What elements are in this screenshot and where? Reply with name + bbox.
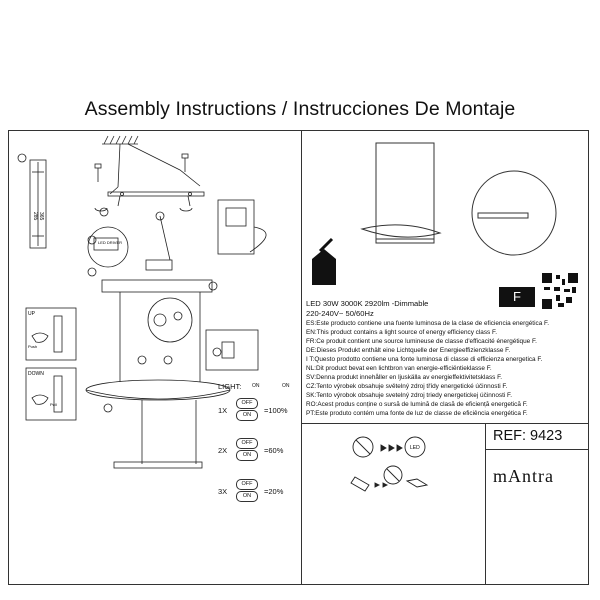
spec-line: DE:Dieses Produkt enthält eine Lichtquel…: [306, 347, 511, 354]
warning-icons: LED: [350, 436, 429, 492]
divider-horizontal: [301, 423, 589, 424]
product-drawing: [312, 142, 557, 285]
connected-icon: [405, 478, 429, 488]
driver-detail-circle: [87, 226, 129, 268]
spec-line: LED 30W 3000K 2920lm -Dimmable: [306, 299, 429, 308]
press-count: 2X: [218, 446, 228, 455]
adjust-down-box: [25, 367, 77, 421]
switch-off: OFF: [236, 398, 258, 409]
switch-off: OFF: [236, 438, 258, 449]
energy-class-badge: F: [499, 287, 535, 307]
top-view: [471, 170, 557, 256]
instruction-frame: [8, 130, 589, 585]
spec-line: SV:Denna produkt innehåller en ljuskälla…: [306, 374, 503, 381]
front-view: [375, 142, 435, 240]
mounting-template: [29, 159, 47, 249]
light-on-label: ON: [282, 383, 290, 389]
dim-percent: =60%: [264, 446, 284, 455]
mounting-bar: [107, 191, 205, 197]
assembly-diagram: 365 285 LED DRIVER UP DOWN Push Pull: [17, 135, 267, 469]
dimension-label: 365: [38, 212, 44, 221]
spec-line: FR:Ce produit contient une source lumine…: [306, 338, 537, 345]
divider-vertical: [301, 130, 302, 585]
led-driver-box: [145, 259, 173, 271]
ceiling-hatch-icon: [102, 135, 139, 145]
spec-line: RO:Acest produs conține o sursă de lumin…: [306, 401, 528, 408]
switch-on: ON: [236, 450, 258, 461]
canopy-plate: [101, 279, 213, 293]
led-icon: [404, 436, 426, 458]
spec-line: EN:This product contains a light source …: [306, 329, 497, 336]
divider-ref-vertical: [485, 423, 486, 585]
light-bar: [113, 461, 203, 469]
clip-detail-circle: [147, 297, 193, 343]
pull-label: Pull: [50, 402, 57, 407]
switch-on: ON: [236, 410, 258, 421]
reference-number: REF: 9423: [493, 428, 563, 444]
dimension-label: 285: [32, 212, 38, 221]
spec-line: I T:Questo prodotto contiene una fonte l…: [306, 356, 543, 363]
screw-icon: [94, 153, 189, 182]
page-title: Assembly Instructions / Instrucciones De…: [84, 98, 516, 120]
adjust-up-box: [25, 307, 77, 361]
light-on-label: ON: [252, 383, 260, 389]
down-label: DOWN: [28, 371, 44, 377]
press-count: 1X: [218, 406, 228, 415]
qr-code-icon: [542, 273, 578, 309]
push-label: Push: [28, 344, 37, 349]
connector-icon: [350, 476, 370, 492]
switch-off: OFF: [236, 479, 258, 490]
no-replace-icon: [352, 436, 374, 458]
house-energy-icon: [312, 237, 336, 285]
lamp-disk: [85, 379, 231, 401]
dim-percent: =100%: [264, 406, 288, 415]
spec-line: 220-240V~ 50/60Hz: [306, 309, 374, 318]
dim-percent: =20%: [264, 487, 284, 496]
brand-logo: mAntra: [493, 466, 554, 486]
connector-box: [205, 329, 259, 371]
led-label: LED: [410, 445, 420, 451]
no-tool-icon: [383, 465, 403, 485]
spec-line: NL:Dit product bevat een lichtbron van e…: [306, 365, 492, 372]
driver-label: LED DRIVER: [98, 240, 122, 245]
spec-line: ES:Este producto contiene una fuente lum…: [306, 320, 549, 327]
divider-ref-horizontal: [485, 449, 589, 450]
spec-line: PT:Este produto contém uma fonte de luz …: [306, 410, 528, 417]
press-count: 3X: [218, 487, 228, 496]
light-label: LIGHT:: [218, 382, 242, 391]
spec-line: SK:Tento výrobok obsahuje svetelný zdroj…: [306, 392, 513, 399]
up-label: UP: [28, 311, 36, 317]
switch-on: ON: [236, 491, 258, 502]
spec-line: CZ:Tento výrobek obsahuje světelný zdroj…: [306, 383, 508, 390]
